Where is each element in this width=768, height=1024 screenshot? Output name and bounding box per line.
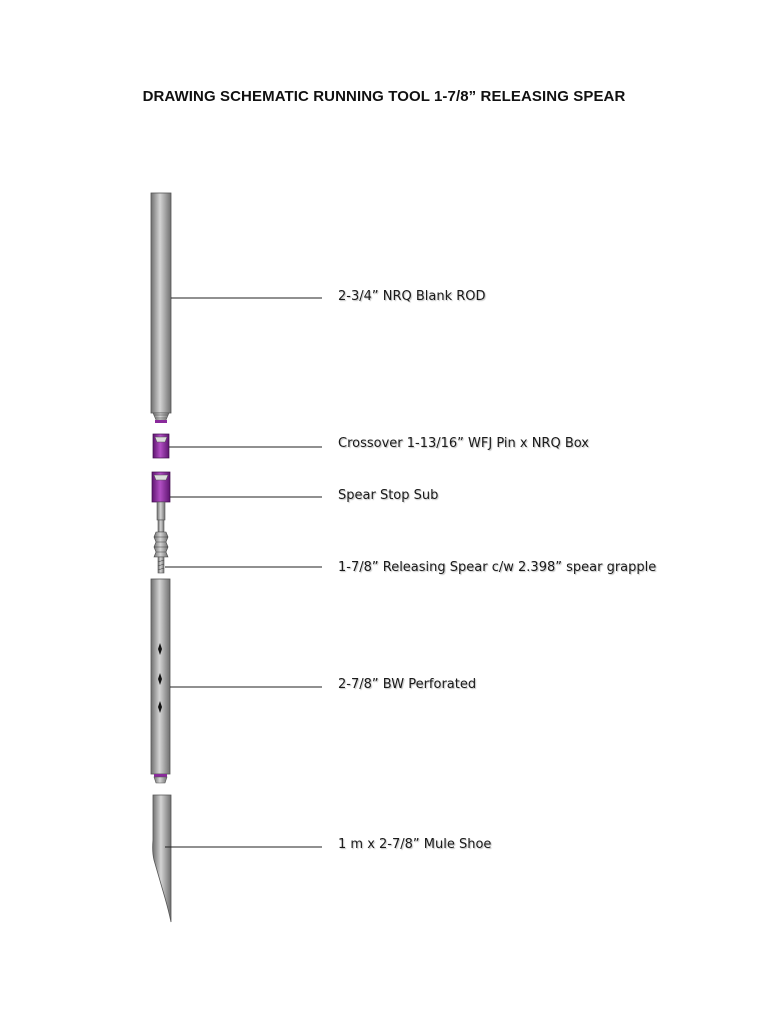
perforated-pipe-icon [150,578,171,784]
spear-icon [153,501,169,574]
callout-releasing-spear: 1-7/8” Releasing Spear c/w 2.398” spear … [338,560,657,575]
mule-shoe-icon [152,794,172,923]
callout-perforated-pipe: 2-7/8” BW Perforated [338,677,477,692]
diagram-title: DRAWING SCHEMATIC RUNNING TOOL 1-7/8” RE… [142,88,626,105]
leader-lines [165,297,322,848]
callout-mule-shoe: 1 m x 2-7/8” Mule Shoe [338,837,492,852]
stop-sub-icon [151,471,171,503]
crossover-sub-icon [152,433,170,459]
callout-blank-rod: 2-3/4” NRQ Blank ROD [338,289,486,304]
rod-icon [150,192,172,423]
callout-spear-stop-sub: Spear Stop Sub [338,488,439,503]
callout-crossover: Crossover 1-13/16” WFJ Pin x NRQ Box [338,436,589,451]
